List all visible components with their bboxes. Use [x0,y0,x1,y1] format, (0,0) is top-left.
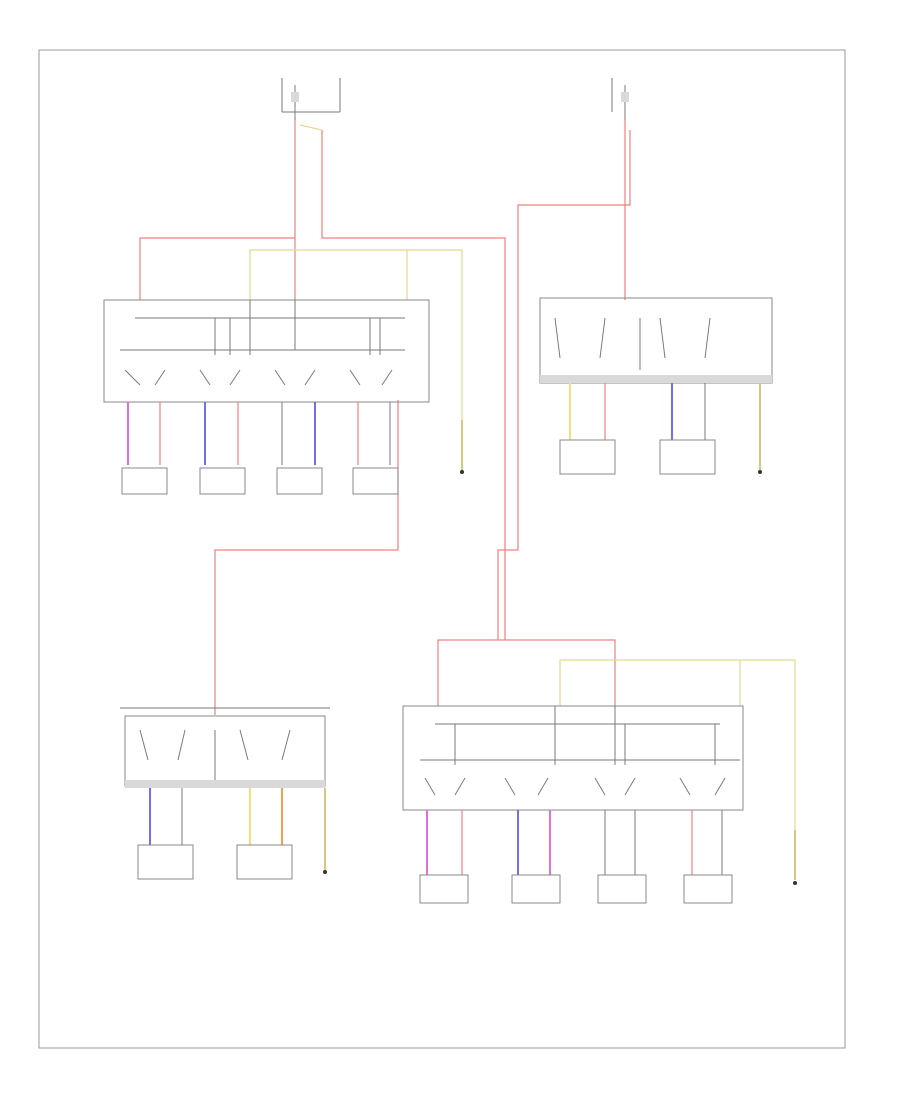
diagram-frame [38,49,846,1049]
driver-lumbar-motors [559,439,716,475]
ground-driver-switch [460,470,464,474]
ground-lumbar-switch [758,470,762,474]
driver-lumbar-switch [539,297,773,384]
wire-tan-left-fuse [299,124,323,131]
passenger-lumbar-motors [137,844,293,880]
passenger-lumbar-switch [124,715,326,788]
fuse-block-left [281,78,341,120]
wire-power-right-loop [497,130,631,640]
wire-power-left-to-right [321,130,506,640]
passenger-seat-switch [402,705,744,811]
driver-seat-motors [121,467,399,495]
passenger-seat-motors [419,874,733,904]
ground-passenger-switch [793,881,797,885]
fuse-block-right [611,78,629,120]
driver-seat-switch [103,299,430,403]
wire-power-left-main [139,120,296,300]
wire-tan-left-bus [249,249,463,420]
wire-power-left-to-bottom [214,400,399,715]
wire-power-passenger-switch [437,639,505,706]
ground-passenger-lumbar [323,870,327,874]
wire-tan-passenger-bus [559,659,796,830]
